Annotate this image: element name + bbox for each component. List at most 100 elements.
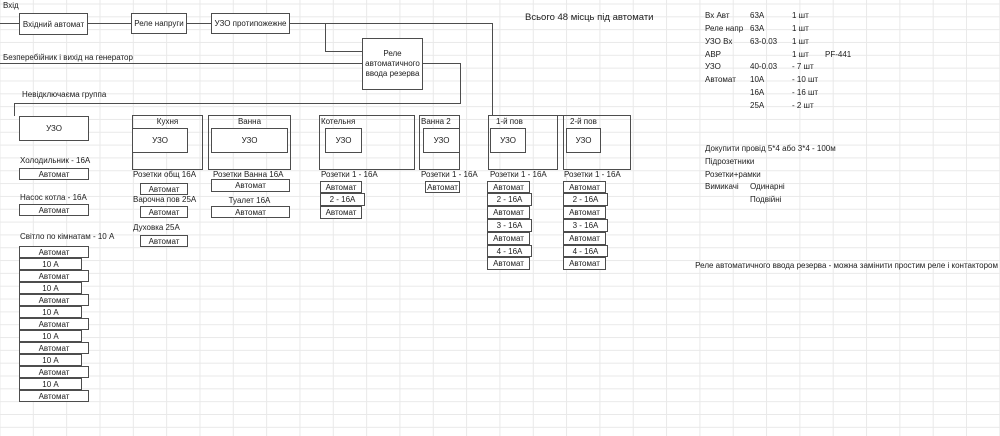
inventory-spec: 40-0.03 [750, 62, 778, 71]
breaker-box: Автомат [563, 206, 606, 219]
wire-avr-branch-v [325, 23, 326, 52]
column-title-bath: Ванна [237, 117, 262, 126]
circuit-box: 4 - 16А [563, 245, 608, 257]
shopping-line-boxes: Підрозетники [705, 157, 755, 166]
column-title-boiler: Котельня [321, 117, 356, 126]
inventory-qty: - 16 шт [792, 88, 819, 97]
group-rect-floor1 [488, 115, 558, 170]
shopping-line-switches: Вимикачі [705, 182, 739, 191]
circuit-label-fridge: Холодильник - 16А [20, 156, 91, 165]
breaker-box: Автомат [563, 181, 606, 193]
inventory-qty: - 2 шт [792, 101, 814, 110]
wire-floors-bus [490, 115, 631, 116]
voltage-relay-box: Реле напруги [131, 13, 187, 34]
circuit-label: Розетки 1 - 16А [421, 170, 478, 179]
circuit-label: Розетки общ 16А [133, 170, 197, 179]
inventory-spec: 63-0.03 [750, 37, 778, 46]
inventory-name: УЗО Вх [705, 37, 733, 46]
breaker-box: Автомат [425, 181, 460, 193]
wire-feed-3 [187, 23, 211, 24]
breaker-box: Автомат [487, 232, 530, 245]
circuit-box: 10 А [19, 282, 82, 294]
inventory-qty: 1 шт [792, 11, 809, 20]
summary-label: Всього 48 місць під автомати [525, 12, 654, 23]
group-rect-floor2 [563, 115, 631, 170]
column-title-kitchen: Кухня [156, 117, 179, 126]
uzo-box-floor2: УЗО [566, 128, 601, 153]
inventory-spec: 16А [750, 88, 765, 97]
uzo-box-main: УЗО [19, 116, 89, 141]
shopping-switch-double: Подвійні [750, 195, 782, 204]
circuit-box: 2 - 16А [563, 193, 608, 206]
circuit-box: 10 А [19, 378, 82, 390]
avr-replacement-note: Реле автоматичного ввода резерва - можна… [695, 261, 998, 270]
wire-avr-out-h [423, 63, 461, 64]
circuit-label: Розетки 1 - 16А [490, 170, 547, 179]
circuit-label-lights: Світло по кімнатам - 10 А [20, 232, 115, 241]
circuit-label: Розетки Ванна 16А [213, 170, 284, 179]
breaker-box: Автомат [19, 246, 89, 258]
group-rect-bath [208, 115, 291, 170]
group-label: Невідключаєма группа [22, 90, 107, 99]
circuit-box: 10 А [19, 330, 82, 342]
breaker-box: Автомат [140, 183, 188, 195]
inventory-spec: 25А [750, 101, 765, 110]
uzo-box-floor1: УЗО [490, 128, 526, 153]
breaker-box: Автомат [19, 270, 89, 282]
wire-feed-1 [0, 23, 19, 24]
wire-avr-out-v [460, 63, 461, 104]
breaker-box: Автомат [19, 204, 89, 216]
fire-rcd-box: УЗО протипожежне [211, 13, 290, 34]
inventory-name: УЗО [705, 62, 721, 71]
ups-line-label: Безперебійник і вихід на генератор [3, 53, 133, 62]
shopping-line-sockets: Розетки+рамки [705, 170, 761, 179]
inventory-name: Вх Авт [705, 11, 730, 20]
circuit-box: 10 А [19, 258, 82, 270]
circuit-box: 2 - 16А [487, 193, 532, 206]
circuit-box: 2 - 16А [320, 193, 365, 206]
breaker-box: Автомат [487, 206, 530, 219]
inventory-spec: 63А [750, 24, 765, 33]
inventory-name: АВР [705, 50, 722, 59]
breaker-box: Автомат [19, 168, 89, 180]
breaker-box: Автомат [140, 235, 188, 247]
circuit-box: 3 - 16А [563, 219, 608, 232]
breaker-box: Автомат [19, 318, 89, 330]
circuit-label: Варочна пов 25А [133, 195, 197, 204]
circuit-label: Духовка 25А [133, 223, 180, 232]
wire-ups-line [0, 63, 362, 64]
circuit-box: 10 А [19, 354, 82, 366]
inventory-name: Реле напр [705, 24, 744, 33]
breaker-box: Автомат [19, 294, 89, 306]
circuit-label-pump: Насос котла - 16А [20, 193, 87, 202]
shopping-line-wire: Докупити провід 5*4 або 3*4 - 100м [705, 144, 836, 153]
uzo-box-bath2: УЗО [423, 128, 460, 153]
breaker-box: Автомат [19, 342, 89, 354]
breaker-box: Автомат [19, 366, 89, 378]
circuit-label: Туалет 16А [228, 196, 271, 205]
wire-drop-floors [492, 23, 493, 116]
circuit-label: Розетки 1 - 16А [321, 170, 378, 179]
breaker-box: Автомат [19, 390, 89, 402]
inventory-qty: - 7 шт [792, 62, 814, 71]
inventory-qty: 1 шт [792, 24, 809, 33]
breaker-box: Автомат [140, 206, 188, 218]
wire-avr-branch-h [325, 51, 362, 52]
circuit-label: Розетки 1 - 16А [564, 170, 621, 179]
wire-feed-2 [88, 23, 131, 24]
circuit-box: 3 - 16А [487, 219, 532, 232]
circuit-box: 4 - 16А [487, 245, 532, 257]
circuit-box: 10 А [19, 306, 82, 318]
breaker-box: Автомат [563, 257, 606, 270]
breaker-box: Автомат [211, 179, 290, 192]
breaker-box: Автомат [487, 181, 530, 193]
inventory-note: PF-441 [825, 50, 852, 59]
entry-label: Вхід [3, 1, 19, 10]
inventory-qty: 1 шт [792, 37, 809, 46]
inventory-qty: 1 шт [792, 50, 809, 59]
column-title-floor2: 2-й пов [570, 117, 597, 126]
breaker-box: Автомат [320, 206, 362, 219]
column-title-floor1: 1-й пов [496, 117, 523, 126]
inventory-spec: 63А [750, 11, 765, 20]
